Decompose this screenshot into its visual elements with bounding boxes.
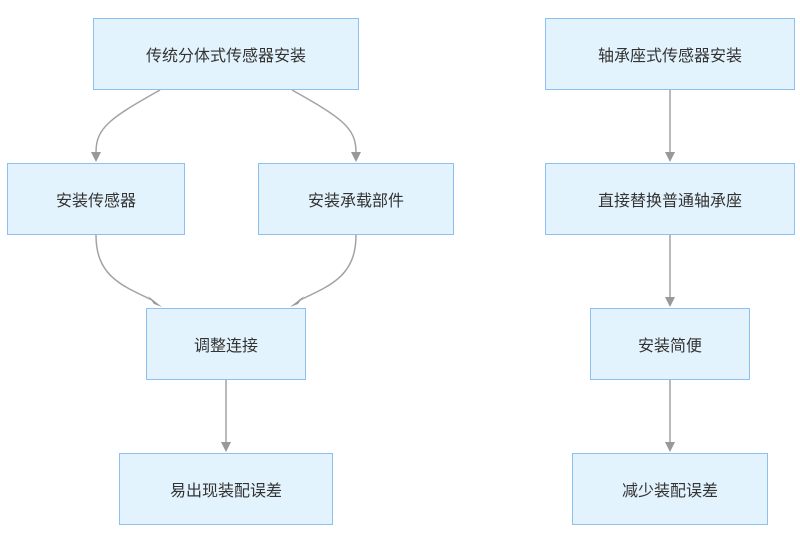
- node-install-bearing-part: 安装承载部件: [258, 163, 454, 235]
- node-label: 易出现装配误差: [169, 481, 282, 500]
- node-label: 调整连接: [193, 336, 258, 355]
- node-replace-bearing-seat: 直接替换普通轴承座: [545, 163, 795, 235]
- edge-install-sensor-to-adjust: [95, 234, 153, 301]
- node-label: 安装承载部件: [307, 191, 404, 210]
- node-traditional-split-sensor-install: 传统分体式传感器安装: [93, 18, 359, 90]
- node-label: 安装简便: [637, 336, 702, 355]
- arrowhead-replace: [665, 152, 675, 162]
- node-easy-install: 安装简便: [590, 308, 750, 380]
- arrowhead-error: [221, 442, 231, 452]
- arrowhead-install-sensor: [91, 152, 101, 162]
- arrowhead-reduce: [665, 442, 675, 452]
- node-label: 安装传感器: [55, 191, 136, 210]
- node-bearing-seat-sensor-install: 轴承座式传感器安装: [545, 18, 795, 90]
- edge-root-to-install-sensor: [95, 89, 161, 153]
- node-assembly-error-prone: 易出现装配误差: [119, 453, 333, 525]
- node-adjust-connection: 调整连接: [146, 308, 306, 380]
- arrowhead-easy: [665, 297, 675, 307]
- node-label: 减少装配误差: [621, 481, 718, 500]
- arrowhead-adjust-left: [148, 296, 162, 307]
- arrowhead-install-bearing-part: [351, 152, 361, 162]
- edge-install-bearing-part-to-adjust: [299, 234, 357, 301]
- node-label: 传统分体式传感器安装: [145, 46, 306, 65]
- edge-root-to-install-bearing-part: [291, 89, 357, 153]
- node-label: 直接替换普通轴承座: [597, 191, 742, 210]
- arrowhead-adjust-right: [290, 296, 304, 307]
- node-reduce-assembly-error: 减少装配误差: [572, 453, 768, 525]
- node-install-sensor: 安装传感器: [7, 163, 185, 235]
- node-label: 轴承座式传感器安装: [597, 46, 742, 65]
